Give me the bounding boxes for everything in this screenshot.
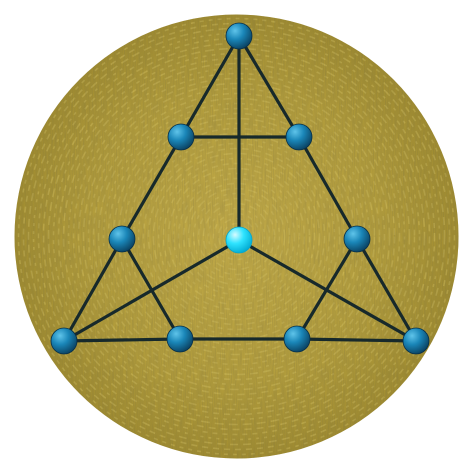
node-upper-left	[168, 124, 194, 150]
node-lower-left	[167, 326, 193, 352]
node-bottom-left	[51, 328, 77, 354]
node-mid-left	[109, 226, 135, 252]
edge-lower-right-to-bottom-right	[297, 339, 416, 341]
node-bottom-right	[403, 328, 429, 354]
node-upper-right	[286, 124, 312, 150]
node-center	[226, 227, 252, 253]
edge-bottom-left-to-lower-left	[64, 339, 180, 341]
node-mid-right	[344, 226, 370, 252]
node-top	[226, 23, 252, 49]
node-lower-right	[284, 326, 310, 352]
